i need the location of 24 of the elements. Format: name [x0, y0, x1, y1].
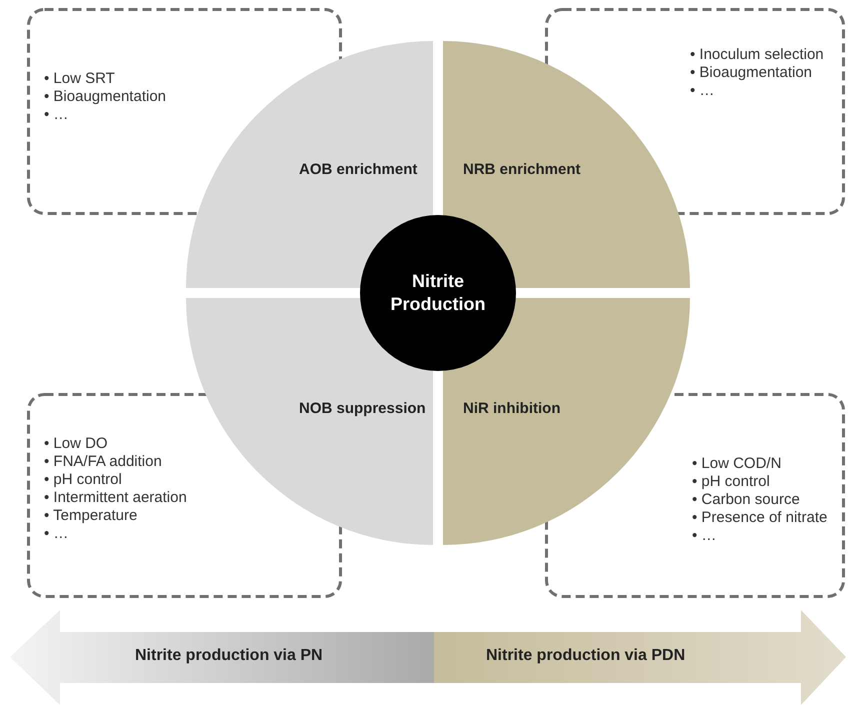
- list-item: • Low COD/N: [692, 455, 782, 473]
- segment-label: NiR inhibition: [463, 400, 560, 417]
- segment-label: NOB suppression: [299, 400, 426, 417]
- list-item: • Presence of nitrate: [692, 509, 828, 527]
- list-item: • Intermittent aeration: [44, 489, 188, 507]
- list-item: • FNA/FA addition: [44, 453, 163, 471]
- list-item: • Bioaugmentation: [44, 88, 167, 106]
- list-item: • Temperature: [44, 507, 138, 525]
- center-label: Nitrite Production: [390, 270, 486, 316]
- list-item: • pH control: [692, 473, 771, 491]
- arrow-label: Nitrite production via PN: [135, 647, 323, 665]
- segment-label: NRB enrichment: [463, 161, 581, 178]
- list-item: • Low DO: [44, 435, 109, 453]
- arrow-label: Nitrite production via PDN: [486, 647, 686, 665]
- list-item: • Bioaugmentation: [690, 64, 813, 82]
- list-item: • Carbon source: [692, 491, 801, 509]
- list-item: • …: [690, 82, 716, 100]
- list-item: • …: [44, 525, 70, 543]
- list-item: • Low SRT: [44, 70, 116, 88]
- list-item: • pH control: [44, 471, 123, 489]
- list-item: • …: [44, 106, 70, 124]
- list-item: • …: [692, 527, 718, 545]
- segment-label: AOB enrichment: [299, 161, 418, 178]
- list-item: • Inoculum selection: [690, 46, 825, 64]
